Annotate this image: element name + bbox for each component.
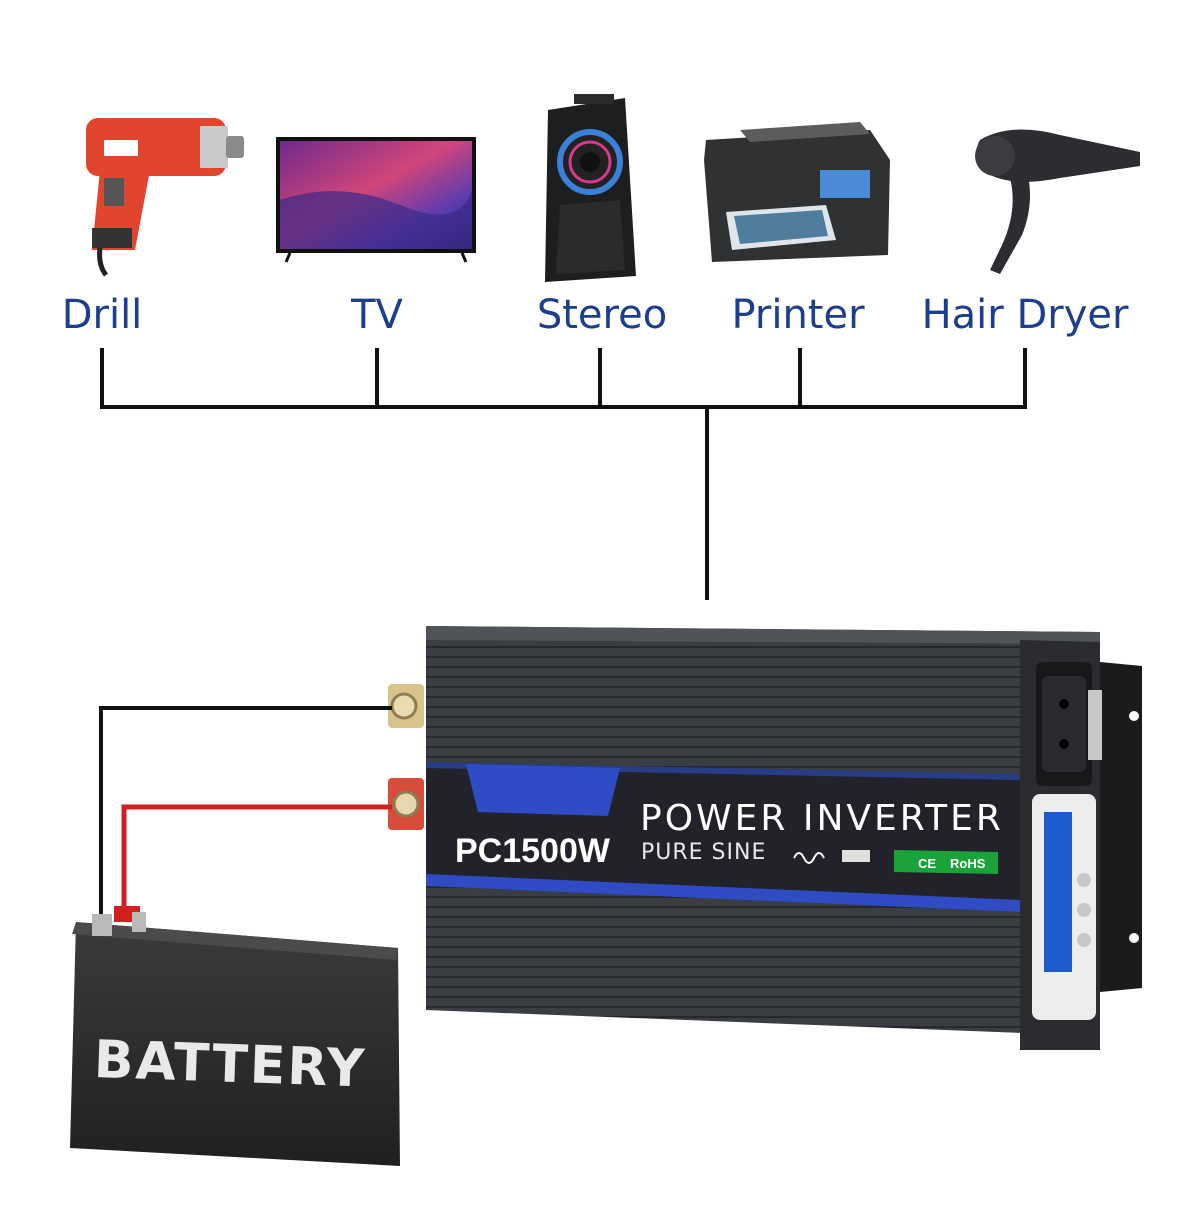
hair-dryer-icon: [975, 130, 1140, 274]
negative-wire: [101, 708, 392, 942]
negative-terminal: [388, 684, 424, 728]
mounting-bracket: [1100, 662, 1142, 992]
appliance-label-stereo: Stereo: [537, 292, 667, 338]
printer-icon: [704, 122, 890, 262]
speaker-icon: [545, 94, 636, 282]
appliance-label-printer: Printer: [731, 292, 864, 338]
rohs-badge: RoHS: [950, 856, 985, 871]
battery-label: BATTERY: [93, 1030, 367, 1099]
appliance-label-tv: TV: [351, 292, 403, 338]
lcd-display-panel: [1032, 794, 1096, 1020]
tv-icon: [276, 137, 476, 262]
positive-terminal: [388, 778, 424, 830]
inverter-title: POWER INVERTER: [640, 798, 1004, 839]
inverter-model: PC1500W: [455, 832, 610, 871]
appliance-label-drill: Drill: [62, 292, 143, 338]
appliance-label-hair-dryer: Hair Dryer: [922, 292, 1129, 338]
ce-badge: CE: [918, 856, 936, 871]
inverter-subtitle: PURE SINE: [641, 840, 766, 865]
drill-icon: [86, 118, 244, 275]
positive-wire: [124, 807, 392, 918]
spec-mark-icon: [842, 850, 870, 862]
